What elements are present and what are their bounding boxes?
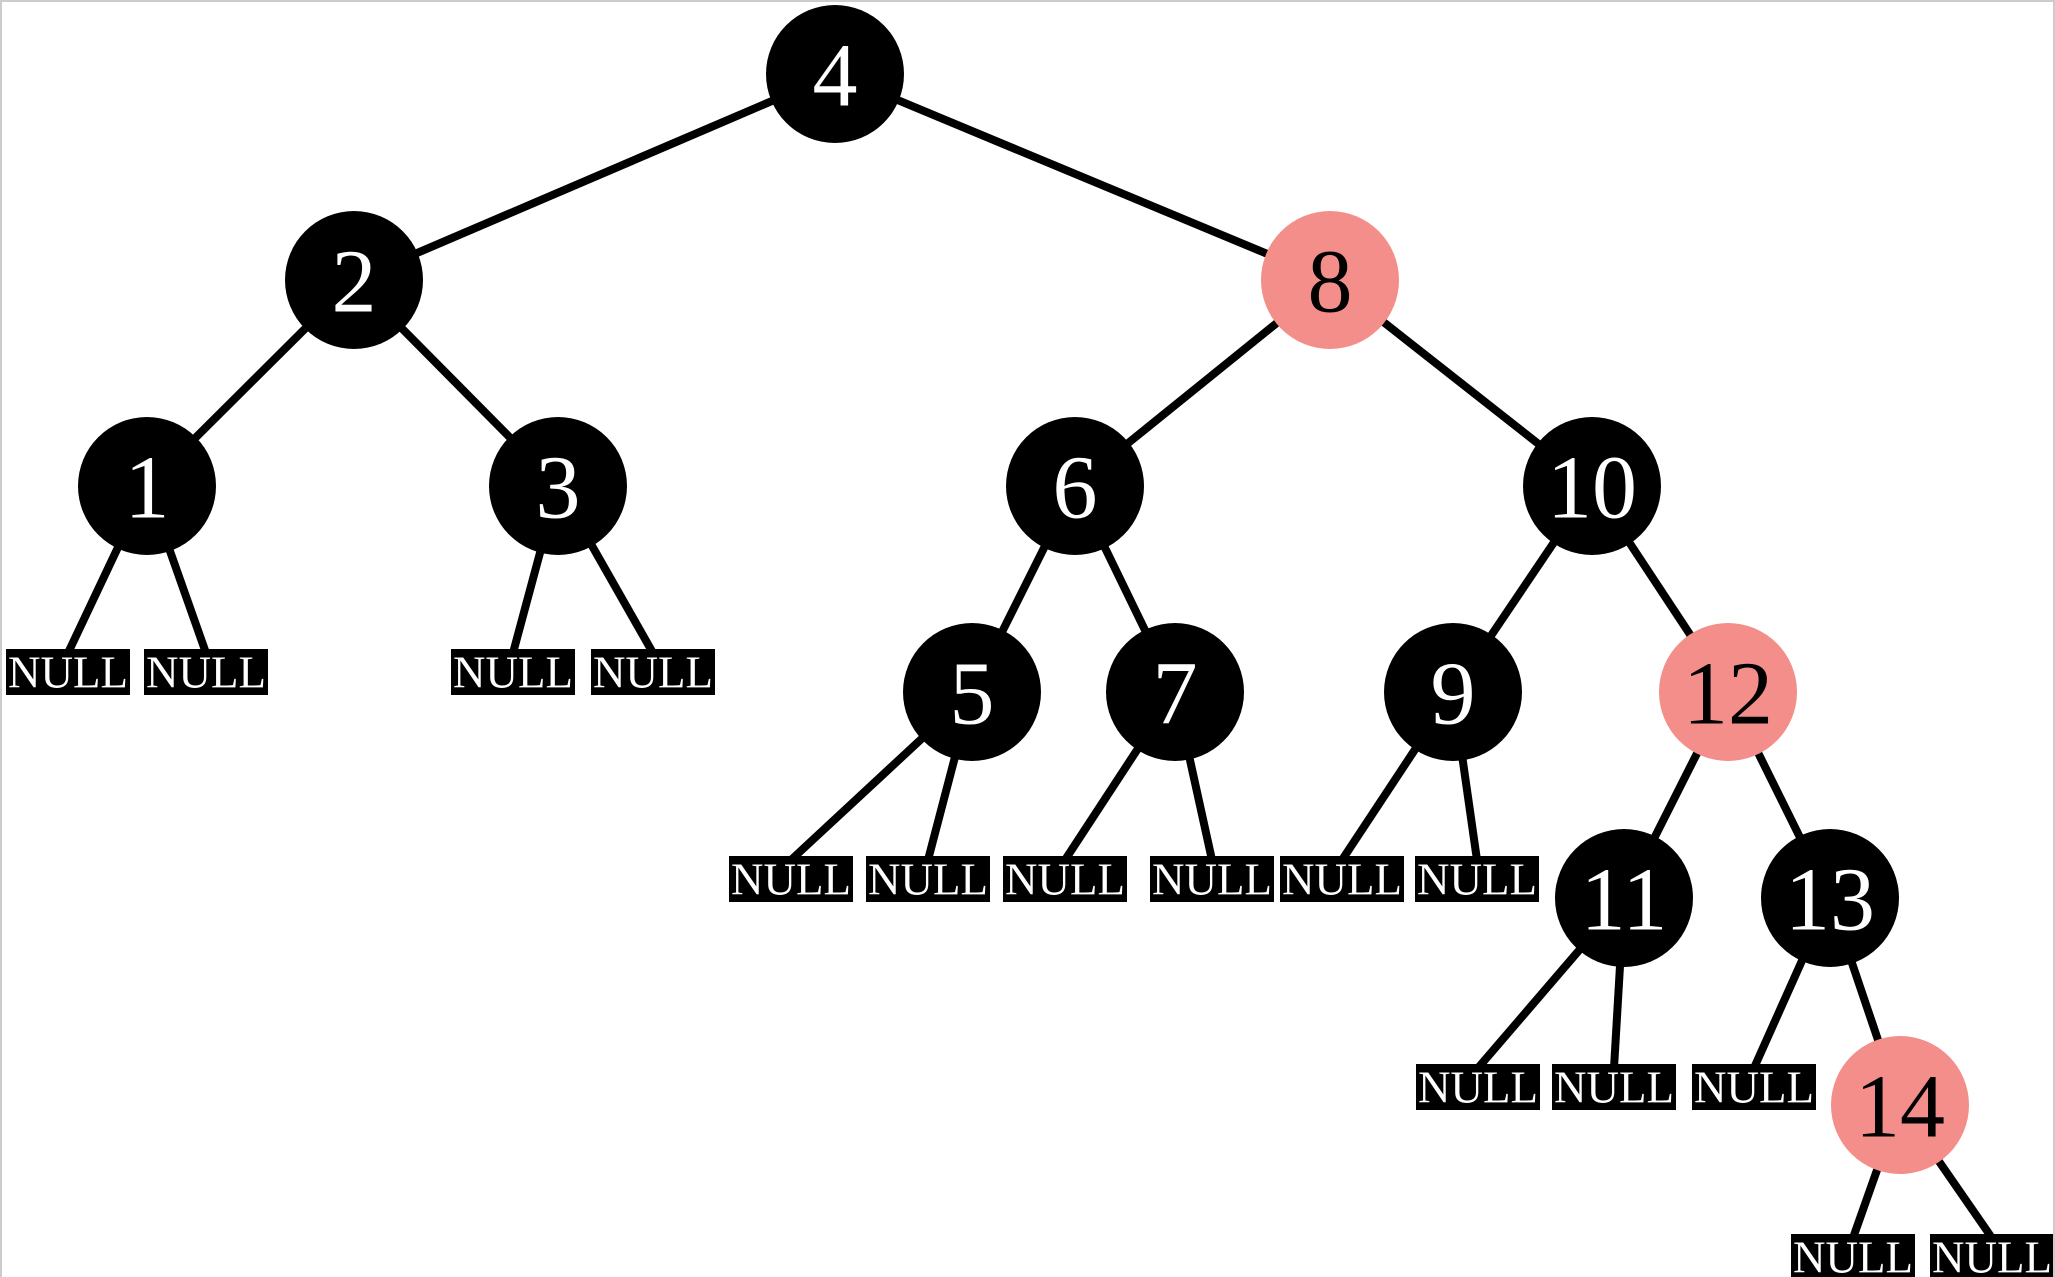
null-leaf-box-2 xyxy=(451,649,575,695)
tree-node-label-12: 12 xyxy=(1683,645,1773,744)
tree-node-label-4: 4 xyxy=(813,27,858,126)
null-leaf-box-13 xyxy=(1791,1234,1915,1277)
null-leaf-label-10: NULL xyxy=(1418,1062,1538,1112)
edge-4-2 xyxy=(352,70,837,284)
tree-node-label-2: 2 xyxy=(332,233,377,332)
tree-node-label-9: 9 xyxy=(1431,645,1476,744)
tree-node-13 xyxy=(1761,829,1899,967)
tree-node-3 xyxy=(489,417,627,555)
null-leaf-box-12 xyxy=(1692,1064,1816,1110)
null-leaf-label-6: NULL xyxy=(1005,854,1125,904)
tree-node-12 xyxy=(1659,623,1797,761)
tree-node-label-1: 1 xyxy=(125,439,170,538)
null-leaf-box-9 xyxy=(1415,856,1539,902)
null-leaf-label-12: NULL xyxy=(1694,1062,1814,1112)
null-leaf-box-0 xyxy=(6,649,130,695)
edge-4-8 xyxy=(833,70,1332,284)
tree-node-4 xyxy=(766,5,904,143)
tree-node-label-6: 6 xyxy=(1053,439,1098,538)
null-leaf-box-10 xyxy=(1416,1064,1540,1110)
tree-node-2 xyxy=(285,211,423,349)
null-leaf-box-1 xyxy=(144,649,268,695)
tree-node-label-7: 7 xyxy=(1153,645,1198,744)
null-leaf-box-4 xyxy=(729,856,853,902)
tree-node-label-8: 8 xyxy=(1308,233,1353,332)
null-leaf-label-14: NULL xyxy=(1932,1232,2052,1277)
null-leaf-label-2: NULL xyxy=(453,647,573,697)
tree-node-14 xyxy=(1831,1036,1969,1174)
tree-node-1 xyxy=(78,417,216,555)
null-leaf-label-0: NULL xyxy=(8,647,128,697)
tree-node-11 xyxy=(1555,829,1693,967)
tree-node-7 xyxy=(1106,623,1244,761)
null-leaf-label-3: NULL xyxy=(593,647,713,697)
null-leaf-label-7: NULL xyxy=(1152,854,1272,904)
null-leaf-label-11: NULL xyxy=(1554,1062,1674,1112)
tree-node-label-14: 14 xyxy=(1855,1058,1945,1157)
null-leaf-box-3 xyxy=(591,649,715,695)
null-leaf-label-13: NULL xyxy=(1793,1232,1913,1277)
null-leaf-box-14 xyxy=(1930,1234,2053,1277)
tree-node-9 xyxy=(1384,623,1522,761)
tree-node-label-10: 10 xyxy=(1547,439,1637,538)
tree-node-label-5: 5 xyxy=(950,645,995,744)
tree-node-8 xyxy=(1261,211,1399,349)
null-leaf-box-7 xyxy=(1150,856,1274,902)
tree-node-5 xyxy=(903,623,1041,761)
null-leaf-label-9: NULL xyxy=(1417,854,1537,904)
null-leaf-label-8: NULL xyxy=(1282,854,1402,904)
null-leaf-label-4: NULL xyxy=(731,854,851,904)
tree-node-label-13: 13 xyxy=(1785,851,1875,950)
tree-node-10 xyxy=(1523,417,1661,555)
tree-node-label-3: 3 xyxy=(536,439,581,538)
null-leaf-label-5: NULL xyxy=(868,854,988,904)
tree-node-6 xyxy=(1006,417,1144,555)
null-leaf-box-8 xyxy=(1280,856,1404,902)
tree-node-label-11: 11 xyxy=(1581,851,1668,950)
null-leaf-box-6 xyxy=(1003,856,1127,902)
null-leaf-label-1: NULL xyxy=(146,647,266,697)
null-leaf-box-11 xyxy=(1552,1064,1676,1110)
null-leaf-box-5 xyxy=(866,856,990,902)
